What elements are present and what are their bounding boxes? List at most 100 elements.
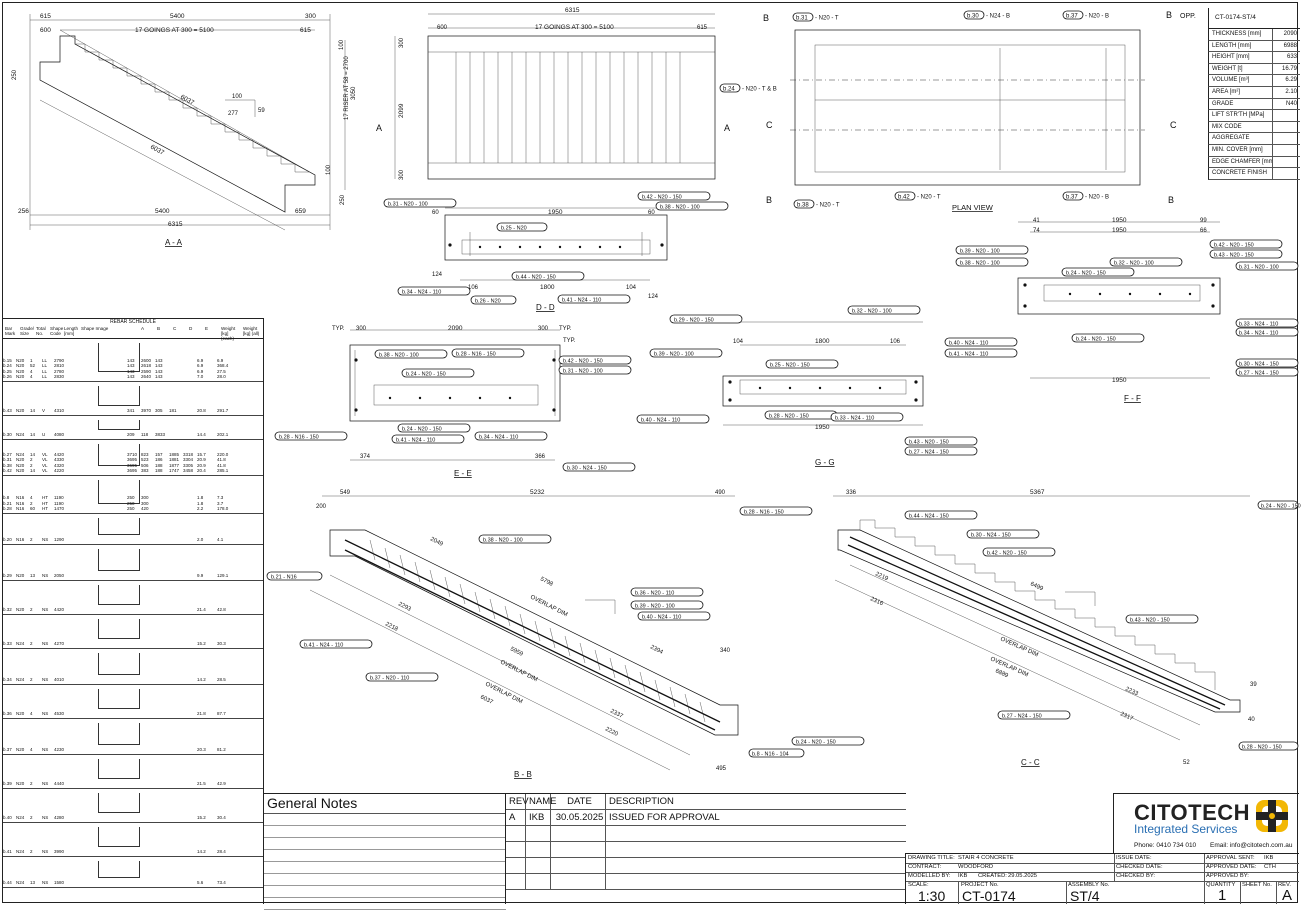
schedule-cell: 4 bbox=[30, 368, 33, 374]
property-value bbox=[1272, 168, 1300, 179]
schedule-cell: 73.4 bbox=[217, 879, 226, 885]
schedule-col-header: D bbox=[189, 326, 193, 331]
schedule-cell: 3695 bbox=[127, 462, 138, 468]
schedule-cell bbox=[127, 747, 141, 752]
schedule-cell: 143 bbox=[127, 368, 135, 374]
gg-tag-b25: b.25 - N20 - 150 bbox=[770, 363, 810, 369]
schedule-cell bbox=[69, 607, 127, 612]
schedule-col-header: Total No. bbox=[36, 326, 46, 336]
schedule-cell bbox=[183, 815, 197, 820]
schedule-cell: NS bbox=[42, 536, 49, 542]
schedule-cell bbox=[155, 641, 169, 646]
schedule-cell: 305 bbox=[155, 407, 163, 413]
property-value bbox=[1272, 156, 1300, 168]
schedule-cell: b.25 bbox=[3, 368, 12, 374]
schedule-cell: 28.4 bbox=[217, 848, 226, 854]
schedule-cell: 3305 bbox=[183, 462, 194, 468]
schedule-col-header: Weight [kg] (each) bbox=[221, 326, 236, 341]
aa-bottom: 5400 bbox=[155, 208, 170, 215]
property-row: EDGE CHAMFER [mm] bbox=[1208, 156, 1300, 169]
schedule-cell: 1.8 bbox=[197, 495, 204, 501]
date-col-header: DATE bbox=[551, 794, 606, 809]
schedule-cell bbox=[183, 432, 197, 437]
schedule-cell: 20.3 bbox=[197, 746, 206, 752]
schedule-cell: LL bbox=[42, 358, 48, 364]
schedule-cell bbox=[155, 711, 169, 716]
gg-tag-b40: b.40 - N24 - 110 bbox=[641, 418, 680, 424]
schedule-cell: N24 bbox=[16, 814, 25, 820]
schedule-cell: LL bbox=[42, 363, 48, 369]
schedule-cell: U bbox=[42, 431, 46, 437]
schedule-cell: 6.9 bbox=[197, 358, 204, 364]
schedule-cell: 7.0 bbox=[197, 373, 204, 379]
ee-tag-b34: b.34 - N24 - 110 bbox=[479, 435, 518, 441]
cc-d336: 336 bbox=[846, 490, 857, 496]
ee-tag-b42: b.42 - N20 - 150 bbox=[563, 359, 603, 365]
schedule-cell: 14 bbox=[30, 452, 36, 458]
schedule-cell: 21.5 bbox=[197, 780, 206, 786]
schedule-cell: 52 bbox=[30, 363, 36, 369]
schedule-cell bbox=[69, 677, 127, 682]
schedule-cell: N16 bbox=[16, 495, 25, 501]
bb-tag-b38: b.38 - N20 - 100 bbox=[483, 538, 523, 544]
cc-len2219: 2219 bbox=[874, 571, 889, 582]
schedule-cell: N16 bbox=[16, 536, 25, 542]
schedule-cell: 81.2 bbox=[217, 746, 226, 752]
dd-tag-b26: b.26 - N20 bbox=[475, 299, 501, 305]
schedule-cell: 3970 bbox=[141, 407, 152, 413]
ee-w2090: 2090 bbox=[448, 325, 463, 332]
aa-d659: 659 bbox=[295, 208, 306, 215]
aa-goings: 17 GOINGS AT 300 = 5100 bbox=[135, 27, 214, 34]
schedule-cell: 1885 bbox=[169, 452, 180, 458]
schedule-cell: b.29 bbox=[3, 572, 12, 578]
schedule-cell: 143 bbox=[155, 368, 163, 374]
ff-tag-b38: b.38 - N20 - 100 bbox=[960, 261, 1000, 267]
plan-tag-b37: b.37 bbox=[1066, 14, 1078, 20]
gg-d104: 104 bbox=[733, 339, 744, 345]
schedule-cell: 143 bbox=[127, 358, 135, 364]
ff-w1950c: 1950 bbox=[1112, 377, 1127, 384]
plan-tag-b30-text: - N24 - B bbox=[986, 14, 1010, 20]
schedule-cell: 2 bbox=[30, 457, 33, 463]
aa-risers: 17 RISER AT 58 = 2700 bbox=[344, 56, 350, 120]
schedule-cell: 2050 bbox=[54, 572, 65, 578]
schedule-cell: 186 bbox=[155, 457, 163, 463]
bb-len2220: 2220 bbox=[604, 726, 619, 738]
plan-tag-b24-text: - N20 - T & B bbox=[742, 87, 777, 93]
schedule-cell bbox=[127, 880, 141, 885]
schedule-cell: b.40 bbox=[3, 814, 12, 820]
gg-tag-b28: b.28 - N20 - 150 bbox=[769, 414, 809, 420]
view-plan: B C B B OPP. C B b.31 - N20 - T b.30 - N… bbox=[719, 10, 1196, 212]
company-phone: Phone: 0410 734 010 bbox=[1134, 842, 1197, 849]
schedule-cell: NS bbox=[42, 848, 49, 854]
plan-tag-b38-text: - N20 - T bbox=[816, 203, 840, 209]
schedule-cell: 42.8 bbox=[217, 606, 226, 612]
bb-tag-b21: b.21 - N16 bbox=[271, 575, 297, 581]
schedule-cell: 143 bbox=[155, 363, 163, 369]
property-value bbox=[1272, 133, 1300, 144]
drawing-ref: CT-0174-ST/4 bbox=[1208, 8, 1300, 29]
property-key: MIN. COVER [mm] bbox=[1212, 146, 1263, 153]
gg-tag-b43: b.43 - N20 - 150 bbox=[909, 440, 949, 446]
ff-tag-b31: b.31 - N20 - 100 bbox=[1239, 265, 1279, 271]
ff-w1950b: 1950 bbox=[1112, 227, 1127, 234]
schedule-cell: 4420 bbox=[54, 606, 65, 612]
schedule-cell: 20.9 bbox=[197, 457, 206, 463]
schedule-cell: 13 bbox=[30, 572, 36, 578]
aa-slope-run: 100 bbox=[232, 94, 243, 100]
schedule-cell bbox=[69, 374, 127, 379]
property-row: MIN. COVER [mm] bbox=[1208, 144, 1300, 157]
dd-d124b: 124 bbox=[648, 294, 659, 300]
property-key: MIX CODE bbox=[1212, 123, 1242, 130]
property-key: HEIGHT [mm] bbox=[1212, 54, 1250, 61]
schedule-cell: 15.2 bbox=[197, 640, 206, 646]
